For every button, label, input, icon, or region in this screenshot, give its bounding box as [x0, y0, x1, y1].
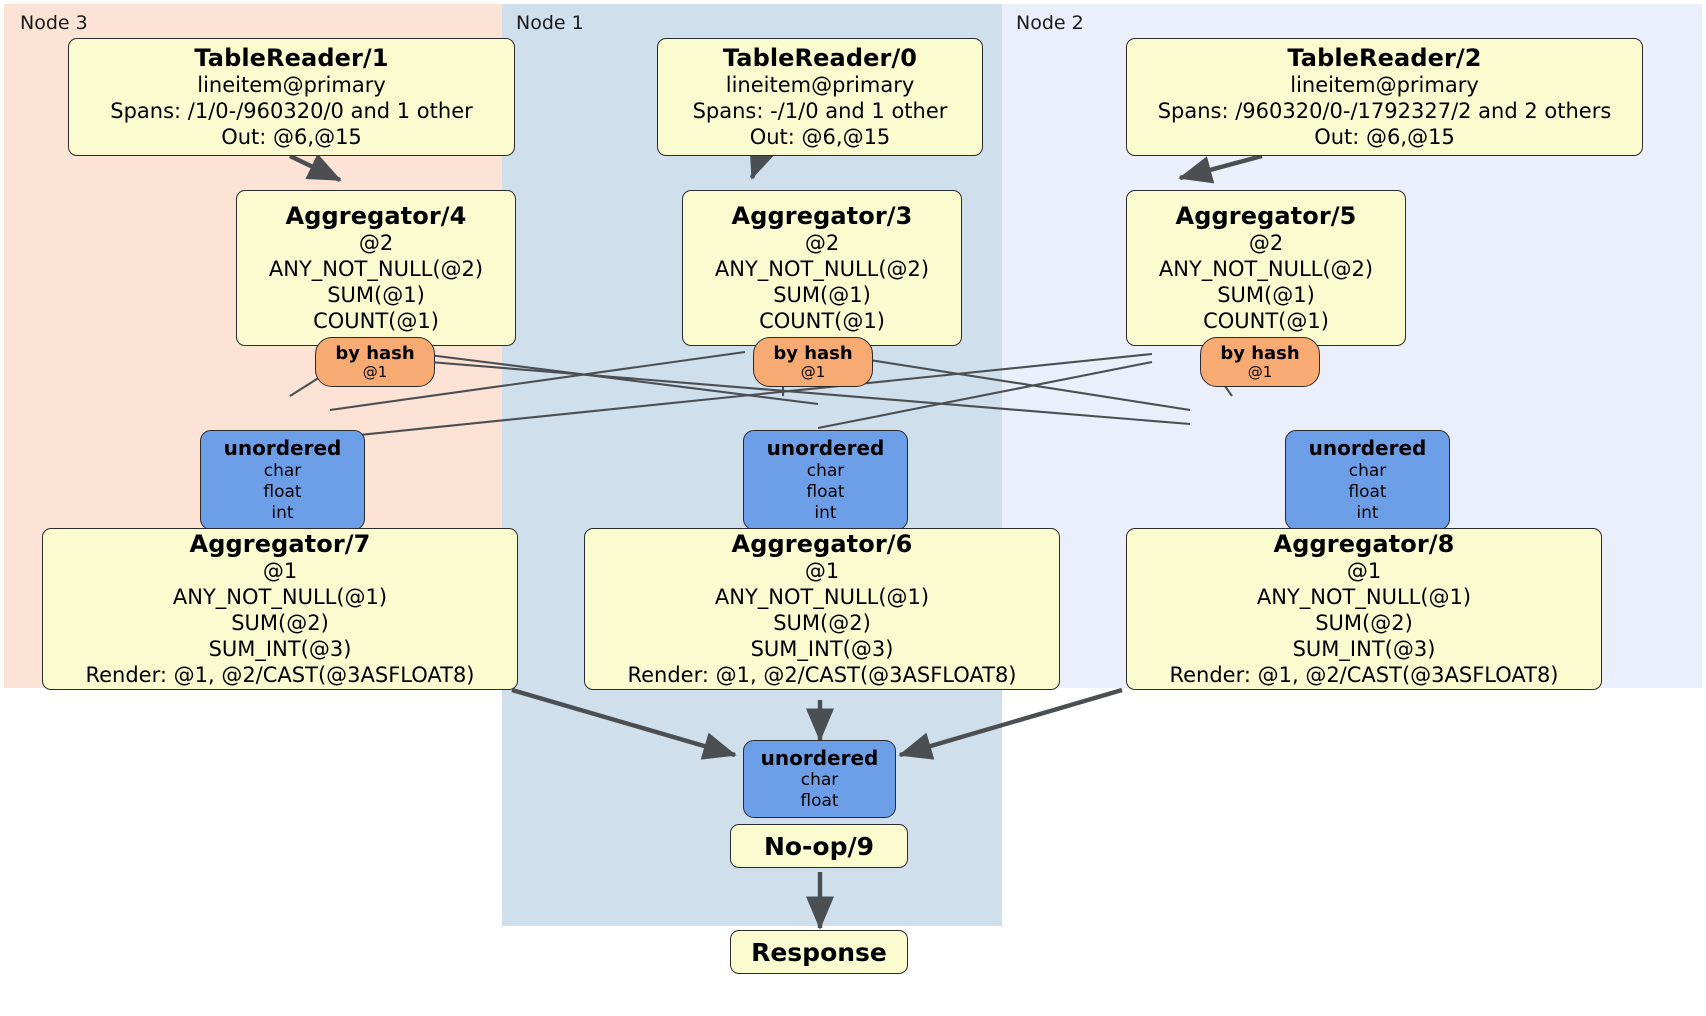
- router-title: by hash: [773, 342, 853, 364]
- processor-render: Render: @1, @2/CAST(@3ASFLOAT8): [627, 662, 1017, 687]
- stream-unordered-result[interactable]: unordered char float: [743, 740, 896, 818]
- router-by-hash-aggregator-3[interactable]: by hash @1: [753, 337, 873, 387]
- processor-agg-1: SUM(@1): [773, 282, 871, 307]
- router-title: by hash: [335, 342, 415, 364]
- processor-no-op-9[interactable]: No-op/9: [730, 824, 908, 868]
- processor-agg-0: ANY_NOT_NULL(@1): [714, 585, 930, 610]
- node-panel-label-node2: Node 2: [1016, 12, 1084, 34]
- processor-table-reader-2[interactable]: TableReader/2 lineitem@primary Spans: /9…: [1126, 38, 1643, 156]
- stream-type-1: float: [1348, 481, 1387, 502]
- processor-title: Aggregator/8: [1273, 529, 1455, 558]
- stream-unordered-aggregator-8[interactable]: unordered char float int: [1285, 430, 1450, 530]
- processor-title: TableReader/2: [1287, 43, 1482, 72]
- processor-agg-0: ANY_NOT_NULL(@1): [1256, 585, 1472, 610]
- stream-type-1: float: [263, 481, 302, 502]
- processor-render: Render: @1, @2/CAST(@3ASFLOAT8): [85, 662, 475, 687]
- processor-agg-2: COUNT(@1): [759, 308, 885, 333]
- processor-agg-0: ANY_NOT_NULL(@2): [714, 256, 930, 281]
- processor-aggregator-3[interactable]: Aggregator/3 @2 ANY_NOT_NULL(@2) SUM(@1)…: [682, 190, 962, 346]
- processor-table: lineitem@primary: [1290, 73, 1479, 98]
- stream-type-0: char: [1348, 460, 1387, 481]
- processor-aggregator-7[interactable]: Aggregator/7 @1 ANY_NOT_NULL(@1) SUM(@2)…: [42, 528, 518, 690]
- router-columns: @1: [1247, 362, 1273, 381]
- processor-agg-0: ANY_NOT_NULL(@2): [1158, 256, 1374, 281]
- processor-title: Aggregator/7: [189, 529, 371, 558]
- processor-agg-2: SUM_INT(@3): [750, 636, 894, 661]
- processor-agg-1: SUM(@2): [1315, 610, 1413, 635]
- stream-type-0: char: [806, 460, 845, 481]
- processor-title: Aggregator/6: [731, 529, 913, 558]
- stream-type-2: int: [814, 502, 837, 523]
- processor-agg-2: SUM_INT(@3): [208, 636, 352, 661]
- processor-title: Aggregator/3: [731, 201, 913, 230]
- stream-title: unordered: [223, 435, 342, 460]
- processor-table: lineitem@primary: [197, 73, 386, 98]
- stream-unordered-aggregator-7[interactable]: unordered char float int: [200, 430, 365, 530]
- stream-type-2: int: [1356, 502, 1379, 523]
- processor-table-reader-0[interactable]: TableReader/0 lineitem@primary Spans: -/…: [657, 38, 983, 156]
- processor-spans: Spans: /960320/0-/1792327/2 and 2 others: [1157, 98, 1612, 123]
- processor-agg-1: SUM(@2): [773, 610, 871, 635]
- router-by-hash-aggregator-5[interactable]: by hash @1: [1200, 337, 1320, 387]
- stream-type-1: float: [800, 791, 839, 812]
- processor-group-cols: @2: [1248, 231, 1284, 256]
- router-columns: @1: [362, 362, 388, 381]
- processor-group-cols: @2: [804, 231, 840, 256]
- processor-title: Aggregator/5: [1175, 201, 1357, 230]
- processor-aggregator-6[interactable]: Aggregator/6 @1 ANY_NOT_NULL(@1) SUM(@2)…: [584, 528, 1060, 690]
- processor-agg-0: ANY_NOT_NULL(@2): [268, 256, 484, 281]
- router-by-hash-aggregator-4[interactable]: by hash @1: [315, 337, 435, 387]
- processor-agg-2: COUNT(@1): [1203, 308, 1329, 333]
- processor-table-reader-1[interactable]: TableReader/1 lineitem@primary Spans: /1…: [68, 38, 515, 156]
- stream-title: unordered: [1308, 435, 1427, 460]
- processor-agg-1: SUM(@1): [327, 282, 425, 307]
- processor-table: lineitem@primary: [725, 73, 915, 98]
- router-title: by hash: [1220, 342, 1300, 364]
- router-columns: @1: [800, 362, 826, 381]
- processor-out: Out: @6,@15: [749, 124, 891, 149]
- stream-unordered-aggregator-6[interactable]: unordered char float int: [743, 430, 908, 530]
- processor-agg-1: SUM(@1): [1217, 282, 1315, 307]
- processor-render: Render: @1, @2/CAST(@3ASFLOAT8): [1169, 662, 1559, 687]
- processor-group-cols: @1: [262, 559, 298, 584]
- processor-title: No-op/9: [763, 831, 875, 861]
- processor-title: TableReader/0: [722, 43, 918, 72]
- processor-title: Aggregator/4: [285, 201, 467, 230]
- processor-out: Out: @6,@15: [1314, 124, 1455, 149]
- processor-aggregator-8[interactable]: Aggregator/8 @1 ANY_NOT_NULL(@1) SUM(@2)…: [1126, 528, 1602, 690]
- processor-title: TableReader/1: [194, 43, 389, 72]
- node-panel-label-node3: Node 3: [20, 12, 88, 34]
- processor-response[interactable]: Response: [730, 930, 908, 974]
- processor-title: Response: [751, 937, 887, 967]
- stream-type-0: char: [800, 770, 839, 791]
- stream-type-0: char: [263, 460, 302, 481]
- node-panel-label-node1: Node 1: [516, 12, 584, 34]
- processor-group-cols: @1: [1346, 559, 1382, 584]
- processor-spans: Spans: -/1/0 and 1 other: [692, 98, 948, 123]
- processor-spans: Spans: /1/0-/960320/0 and 1 other: [110, 98, 473, 123]
- processor-group-cols: @1: [804, 559, 840, 584]
- processor-agg-0: ANY_NOT_NULL(@1): [172, 585, 388, 610]
- stream-type-2: int: [271, 502, 294, 523]
- processor-agg-1: SUM(@2): [231, 610, 329, 635]
- processor-agg-2: COUNT(@1): [313, 308, 439, 333]
- stream-title: unordered: [766, 435, 885, 460]
- processor-group-cols: @2: [358, 231, 394, 256]
- processor-agg-2: SUM_INT(@3): [1292, 636, 1436, 661]
- processor-aggregator-5[interactable]: Aggregator/5 @2 ANY_NOT_NULL(@2) SUM(@1)…: [1126, 190, 1406, 346]
- stream-title: unordered: [760, 745, 879, 770]
- processor-aggregator-4[interactable]: Aggregator/4 @2 ANY_NOT_NULL(@2) SUM(@1)…: [236, 190, 516, 346]
- stream-type-1: float: [806, 481, 845, 502]
- processor-out: Out: @6,@15: [221, 124, 362, 149]
